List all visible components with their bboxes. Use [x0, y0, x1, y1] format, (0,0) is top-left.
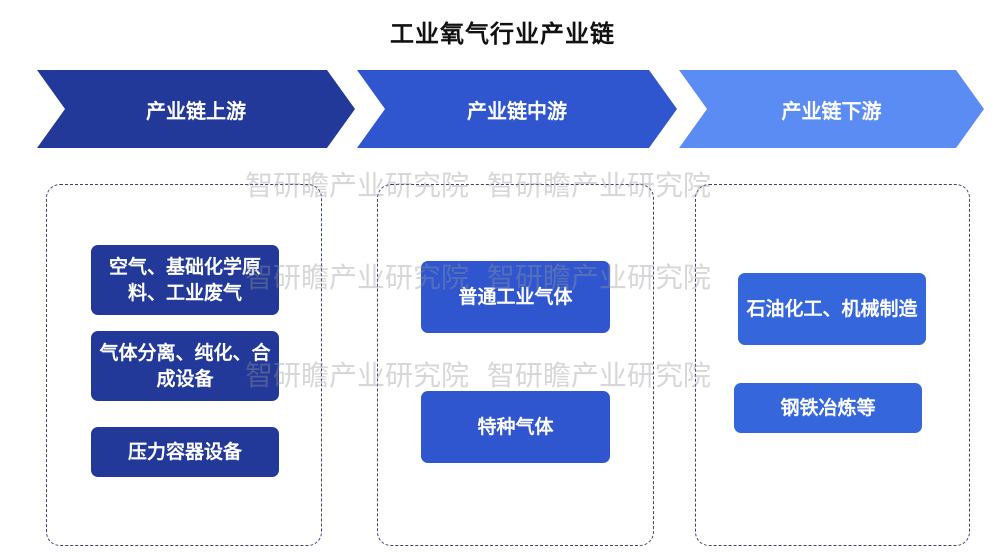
- midstream-panel: 普通工业气体 特种气体: [377, 184, 654, 546]
- downstream-item-petrochemical: 石油化工、机械制造: [738, 273, 926, 345]
- downstream-item-steel: 钢铁冶炼等: [734, 383, 922, 433]
- stage-downstream-arrow: 产业链下游: [679, 70, 984, 148]
- stage-upstream-label: 产业链上游: [146, 98, 246, 123]
- midstream-item-special-gas: 特种气体: [421, 391, 610, 463]
- upstream-item-raw-materials: 空气、基础化学原料、工业废气: [91, 245, 279, 315]
- upstream-panel: 空气、基础化学原料、工业废气 气体分离、纯化、合成设备 压力容器设备: [46, 184, 322, 546]
- upstream-item-pressure-vessels: 压力容器设备: [91, 427, 279, 477]
- downstream-panel: 石油化工、机械制造 钢铁冶炼等: [695, 184, 970, 546]
- stage-upstream-arrow: 产业链上游: [37, 70, 355, 148]
- stage-midstream-arrow: 产业链中游: [357, 70, 677, 148]
- diagram-title: 工业氧气行业产业链: [390, 20, 615, 48]
- upstream-item-separation-equipment: 气体分离、纯化、合成设备: [91, 331, 279, 401]
- stage-midstream-label: 产业链中游: [467, 98, 567, 123]
- midstream-item-industrial-gas: 普通工业气体: [421, 261, 610, 333]
- stage-downstream-label: 产业链下游: [781, 98, 882, 123]
